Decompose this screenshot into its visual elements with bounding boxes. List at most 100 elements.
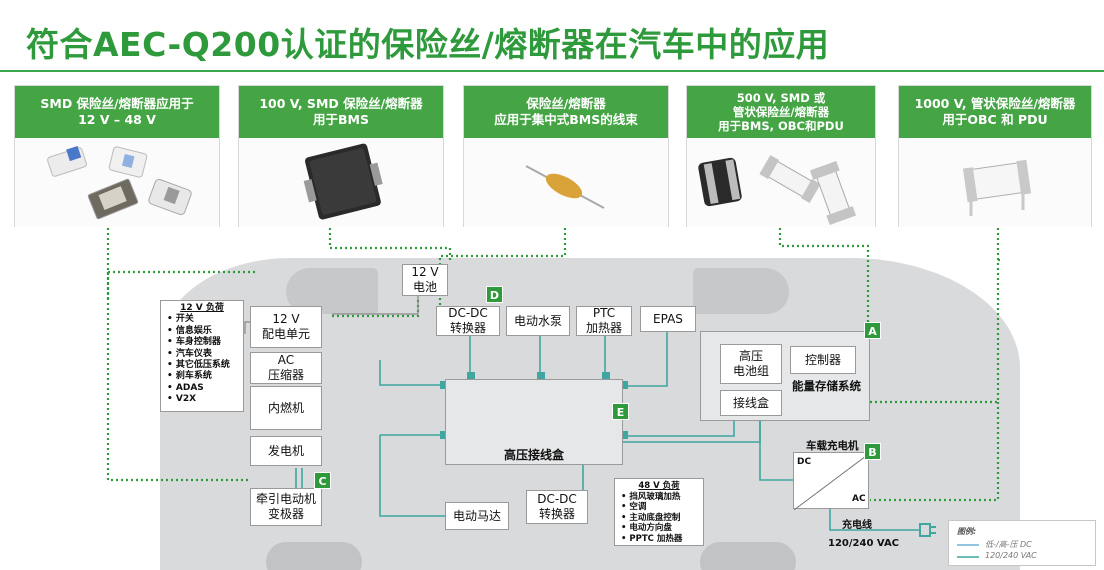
load-item: 主动底盘控制 (621, 513, 697, 524)
obc-dc-label: DC (797, 457, 812, 467)
block-text: 接线盒 (732, 395, 769, 410)
badge-c: C (314, 472, 331, 489)
epas-block: EPAS (640, 306, 696, 332)
block-text: 转换器 (538, 507, 575, 521)
card-bms-harness: 保险丝/熔断器应用于集中式BMS的线束 (463, 85, 669, 227)
block-text: 电动马达 (452, 508, 501, 523)
wheel-left (266, 542, 362, 570)
card-500v: 500 V, SMD 或管状保险丝/熔断器用于BMS, OBC和PDU (686, 85, 876, 227)
axial-fuse-picture (525, 165, 605, 209)
dcdc-converter-bottom: DC-DC 转换器 (526, 490, 588, 524)
title-divider (0, 70, 1104, 72)
block-text: DC-DC (537, 492, 577, 506)
block-text: 内燃机 (267, 400, 304, 415)
card-line: 1000 V, 管状保险丝/熔断器 (914, 96, 1076, 111)
block-text: 12 V (411, 265, 439, 279)
hv-battery-pack: 高压 电池组 (720, 344, 782, 384)
load-item: ADAS (167, 383, 237, 394)
legend-swatches (957, 544, 979, 558)
tube-fuse-1000v-image (899, 138, 1091, 227)
block-text: 转换器 (449, 321, 486, 335)
load-item: 挡风玻璃加热 (621, 492, 697, 503)
load-item: 电动方向盘 (621, 523, 697, 534)
card-line: 应用于集中式BMS的线束 (494, 112, 638, 127)
traction-inverter: 牵引电动机 变极器 (250, 488, 322, 526)
load-item: 空调 (621, 502, 697, 513)
card-1000v: 1000 V, 管状保险丝/熔断器用于OBC 和 PDU (898, 85, 1092, 227)
load-items: 挡风玻璃加热 空调 主动底盘控制 电动方向盘 PPTC 加热器 (621, 492, 697, 545)
badge-e: E (612, 403, 629, 420)
car-window-right (693, 268, 789, 314)
block-text: 高压 (738, 349, 763, 363)
smd-fuse-images (15, 138, 219, 227)
block-text: 压缩器 (267, 368, 304, 382)
card-line: 500 V, SMD 或 (736, 91, 826, 105)
badge-d: D (486, 286, 503, 303)
ptc-heater: PTC 加热器 (576, 306, 632, 336)
legend-title: 图例: (957, 527, 977, 536)
block-text: AC (277, 353, 295, 367)
load-list-12v: 12 V 负荷 开关 信息娱乐 车身控制器 汽车仪表 其它低压系统 刹车系统 A… (160, 300, 244, 412)
block-text: 电池 (412, 280, 437, 294)
block-text: EPAS (653, 311, 683, 326)
generator: 发电机 (250, 436, 322, 466)
hv-junction-label: 高压接线盒 (503, 448, 564, 462)
block-text: DC-DC (448, 306, 488, 320)
axial-fuse-image (464, 138, 668, 227)
block-text: 配电单元 (261, 327, 310, 341)
smd-fuse-picture (47, 145, 192, 220)
card-smd-100v: 100 V, SMD 保险丝/熔断器用于BMS (238, 85, 444, 227)
load-heading: 12 V 负荷 (180, 303, 224, 313)
block-text: 变极器 (267, 507, 304, 521)
tube-fuse-picture (698, 154, 857, 226)
obc-ac-label: AC (852, 494, 866, 504)
tube-fuse-1000v-picture (962, 159, 1032, 216)
hv-junction-box (445, 379, 623, 465)
block-text: 控制器 (804, 352, 841, 367)
block-text: 牵引电动机 (255, 492, 316, 506)
block-text: PTC (592, 306, 616, 320)
card-header: 100 V, SMD 保险丝/熔断器用于BMS (239, 86, 443, 138)
block-text: 电池组 (732, 364, 769, 378)
tube-fuse-images (687, 138, 875, 227)
card-header: 500 V, SMD 或管状保险丝/熔断器用于BMS, OBC和PDU (687, 86, 875, 138)
legend: 图例: 低-/高-压 DC 120/240 VAC (948, 520, 1096, 566)
card-line: SMD 保险丝/熔断器应用于 (40, 96, 194, 111)
dcdc-converter-top: DC-DC 转换器 (436, 306, 500, 336)
card-header: 1000 V, 管状保险丝/熔断器用于OBC 和 PDU (899, 86, 1091, 138)
pdu-12v: 12 V 配电单元 (250, 306, 322, 348)
card-line: 保险丝/熔断器 (526, 96, 606, 111)
load-item: 车身控制器 (167, 337, 237, 348)
combustion-engine: 内燃机 (250, 386, 322, 430)
ess-label: 能量存储系统 (792, 379, 861, 393)
block-text: 发电机 (267, 443, 304, 458)
card-line: 12 V – 48 V (78, 112, 156, 127)
smd-100v-picture (303, 143, 383, 220)
badge-b: B (864, 443, 881, 460)
block-text: 加热器 (585, 321, 622, 335)
load-list-48v: 48 V 负荷 挡风玻璃加热 空调 主动底盘控制 电动方向盘 PPTC 加热器 (614, 478, 704, 546)
on-board-charger (793, 452, 871, 511)
card-line: 用于BMS (313, 112, 369, 127)
battery-12v: 12 V 电池 (402, 264, 448, 296)
block-text: 电动水泵 (513, 313, 562, 328)
load-item: V2X (167, 394, 237, 405)
load-item: 刹车系统 (167, 371, 237, 382)
obc-title: 车载充电机 (806, 440, 859, 452)
legend-item-dc: 低-/高-压 DC (985, 540, 1032, 549)
card-header: 保险丝/熔断器应用于集中式BMS的线束 (464, 86, 668, 138)
wheel-right (700, 542, 796, 570)
charging-cable-label: 充电线 (842, 520, 872, 531)
electric-water-pump: 电动水泵 (506, 306, 570, 336)
legend-item-vac: 120/240 VAC (985, 551, 1037, 560)
electric-motor: 电动马达 (445, 502, 509, 530)
card-line: 100 V, SMD 保险丝/熔断器 (259, 96, 423, 111)
load-item: 汽车仪表 (167, 349, 237, 360)
card-line: 用于OBC 和 PDU (942, 112, 1048, 127)
page-title: 符合AEC-Q200认证的保险丝/熔断器在汽车中的应用 (26, 25, 830, 64)
card-line: 管状保险丝/熔断器 (732, 105, 830, 119)
smd-100v-image (239, 138, 443, 227)
load-item: 信息娱乐 (167, 326, 237, 337)
